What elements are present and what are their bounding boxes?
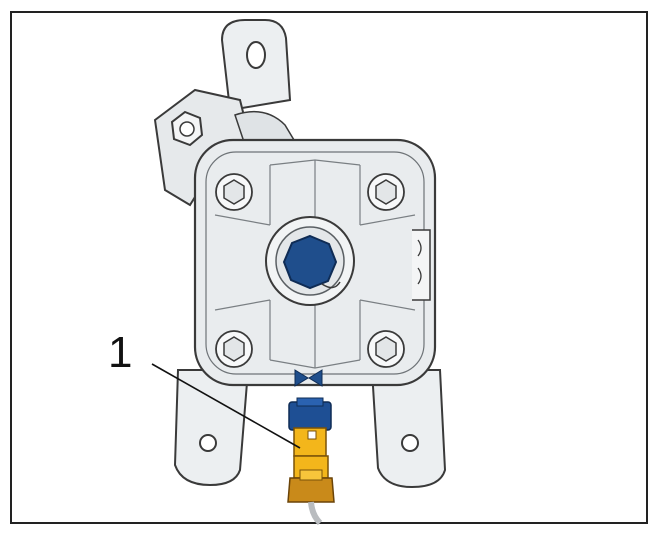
corner-bolt-top-right	[367, 173, 405, 211]
hub-center-cap	[282, 234, 338, 290]
cable	[308, 501, 323, 526]
wiring-connector	[287, 397, 335, 526]
corner-bolt-bottom-right	[367, 330, 405, 368]
bottom-left-leg	[173, 369, 250, 487]
right-leg-hole	[401, 434, 419, 452]
left-leg-hole	[199, 434, 217, 452]
corner-bolt-bottom-left	[215, 330, 253, 368]
bowtie-clip	[294, 369, 323, 387]
housing-segments	[214, 159, 416, 369]
bottom-right-leg	[370, 369, 447, 489]
bracket-bolt	[170, 110, 204, 147]
corner-bolt-top-left	[215, 173, 253, 211]
top-tab-hole	[246, 41, 266, 69]
callout-leader-1	[151, 363, 301, 449]
callout-number-1: 1	[108, 328, 132, 377]
airbag-module	[153, 19, 447, 489]
connector-nut	[287, 477, 335, 503]
side-clip	[412, 229, 431, 301]
central-hub	[265, 216, 355, 306]
